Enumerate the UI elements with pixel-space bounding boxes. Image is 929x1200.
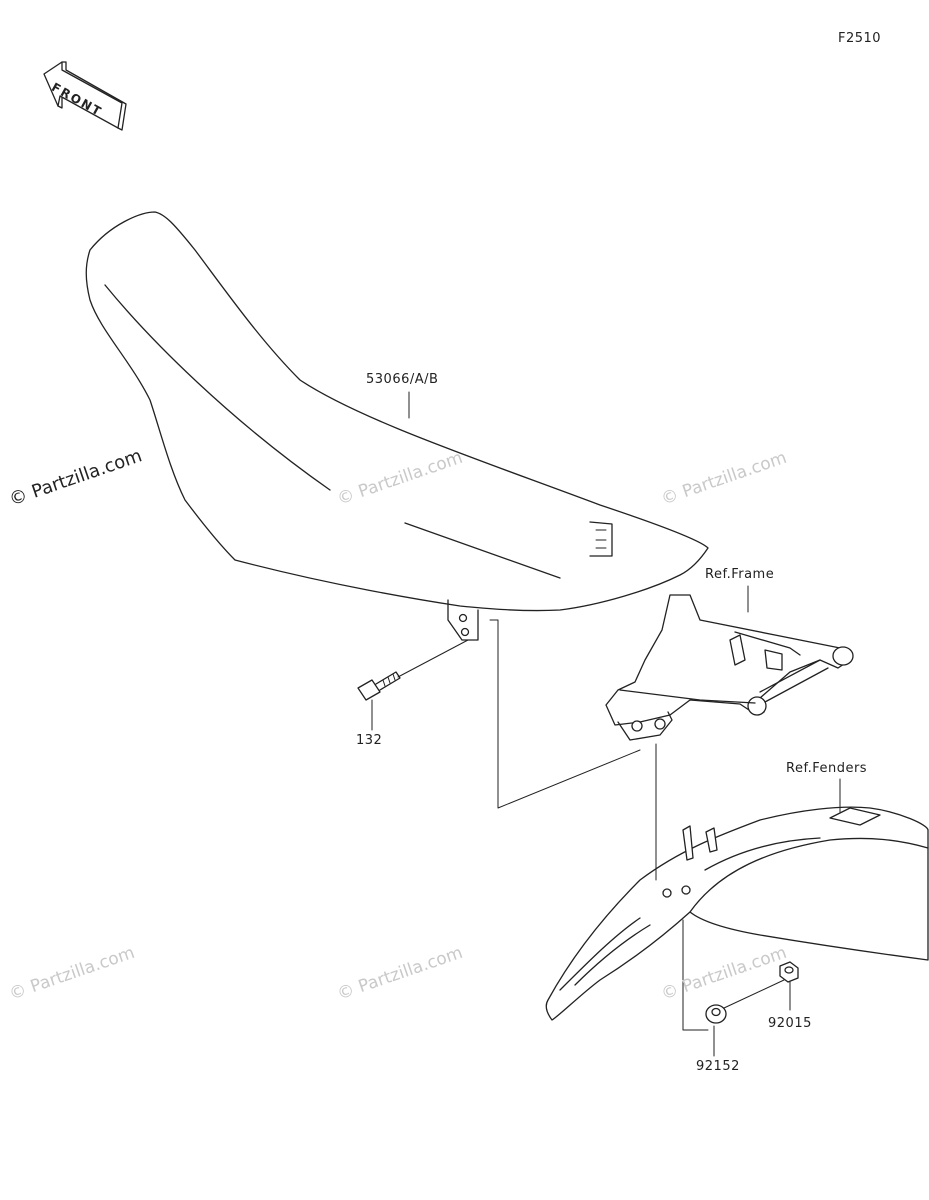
seat-drawing [85,211,709,641]
ref-label-frame: Ref.Frame [705,567,775,582]
leader-lines [371,391,841,1057]
nut-92015-drawing [779,961,799,983]
frame-drawing [605,594,854,741]
part-label-seat: 53066/A/B [366,372,439,387]
part-label-collar: 92152 [696,1059,740,1074]
bolt-132-drawing [357,671,401,701]
collar-92152-drawing [705,1004,727,1024]
part-label-bolt: 132 [356,733,383,748]
part-label-nut: 92015 [768,1016,812,1031]
front-arrow-icon [43,61,127,131]
diagram-code: F2510 [838,31,882,46]
ref-label-fenders: Ref.Fenders [786,761,868,776]
rear-fender-drawing [545,806,929,1021]
